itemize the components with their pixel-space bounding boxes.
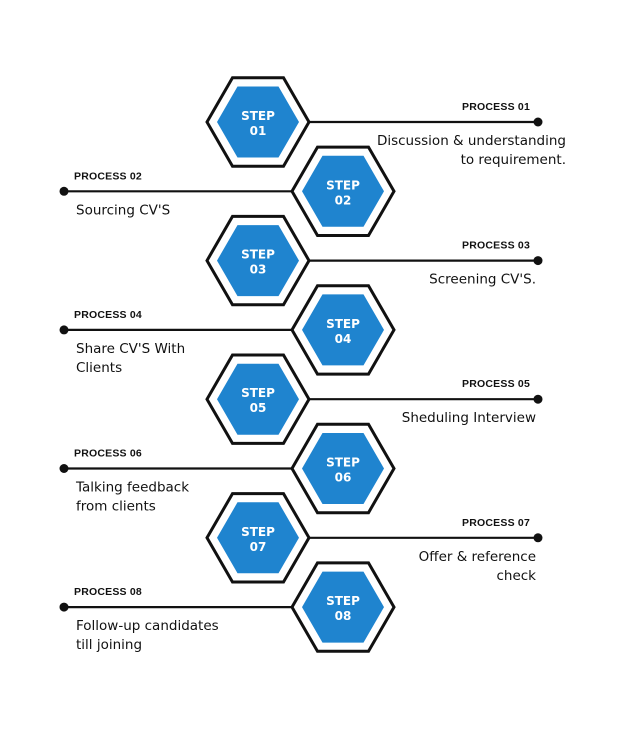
labels-layer: PROCESS 01 Discussion & understanding to r… [74,101,566,653]
step-word: STEP [241,525,275,539]
connector-dot-5 [533,394,543,404]
process-description-1-line-1: Discussion & understanding [377,133,566,149]
hexagon-fill [217,363,299,435]
process-label-6: PROCESS 06 [74,448,142,460]
connector-dot-3 [533,256,543,266]
step-word: STEP [326,456,360,470]
hexagon-fill [217,225,299,297]
process-description-7-line-1: Offer & reference [419,549,536,565]
process-description-8-line-1: Follow-up candidates [76,618,219,634]
process-description-3-line-1: Screening CV'S. [429,272,536,288]
connector-dot-8 [59,602,69,612]
connector-dot-7 [533,533,543,543]
process-description-6-line-2: from clients [76,499,156,515]
hexagon-fill [302,155,384,227]
process-description-7-line-2: check [496,568,536,584]
step-number: 05 [250,401,267,415]
connector-dot-4 [59,325,69,335]
step-word: STEP [326,178,360,192]
process-description-5-line-1: Sheduling Interview [402,410,536,426]
connector-dot-2 [59,186,69,196]
step-word: STEP [326,317,360,331]
step-word: STEP [241,248,275,262]
step-number: 01 [250,124,267,138]
process-description-4-line-1: Share CV'S With [76,341,185,357]
process-label-3: PROCESS 03 [462,240,530,252]
process-label-8: PROCESS 08 [74,586,142,598]
hexagon-fill [302,571,384,643]
step-word: STEP [241,386,275,400]
process-description-6-line-1: Talking feedback [75,480,189,496]
process-description-1-line-2: to requirement. [461,152,566,168]
hexagon-fill [217,502,299,574]
step-number: 07 [250,540,267,554]
hexagons-layer: STEP01STEP02STEP03STEP04STEP05STEP06STEP… [205,76,396,653]
process-description-4-line-2: Clients [76,360,122,376]
process-label-5: PROCESS 05 [462,378,530,390]
process-description-2-line-1: Sourcing CV'S [76,202,170,218]
step-word: STEP [326,594,360,608]
step-number: 06 [335,471,352,485]
hexagon-fill [302,294,384,366]
step-word: STEP [241,109,275,123]
hexagon-fill [302,433,384,504]
step-number: 02 [335,193,352,207]
process-label-7: PROCESS 07 [462,517,530,529]
connector-dot-6 [59,464,69,473]
hexagon-fill [217,86,299,158]
process-label-2: PROCESS 02 [74,170,142,182]
step-number: 03 [250,263,267,277]
step-number: 04 [335,332,352,346]
step-number: 08 [335,609,352,623]
process-label-4: PROCESS 04 [74,309,142,321]
process-description-8-line-2: till joining [76,637,142,653]
process-label-1: PROCESS 01 [462,101,530,113]
connector-dot-1 [533,117,543,127]
